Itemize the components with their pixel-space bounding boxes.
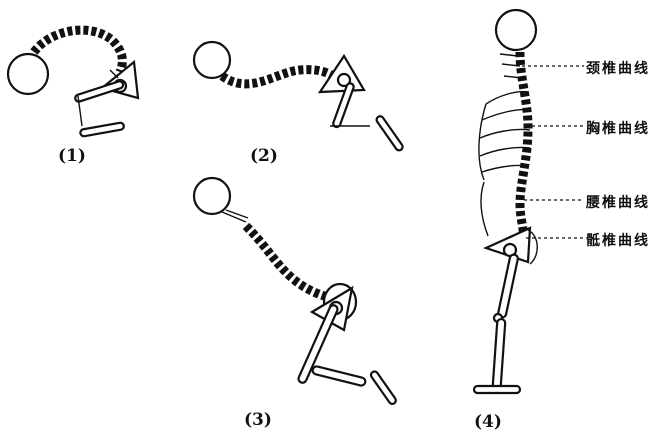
figure-3-skull [194, 178, 230, 214]
curve-label-lumbar: 腰椎曲线 [586, 192, 650, 212]
figure-1-skull [8, 54, 48, 94]
curve-label-sacral: 骶椎曲线 [586, 230, 650, 250]
figure-1-curled-spine [8, 30, 138, 137]
figure-4-standing-spine [474, 10, 584, 393]
figure-3-spine [246, 226, 330, 298]
figure-label-4: (4) [474, 412, 502, 432]
figure-label-2: (2) [250, 146, 278, 166]
figure-2-tibia [375, 115, 404, 152]
figure-2-crawling-spine [194, 42, 404, 152]
figure-3-sitting-spine [194, 178, 397, 405]
figure-4-tibia [493, 319, 506, 389]
figure-label-1: (1) [58, 146, 86, 166]
figure-3-tibia [312, 366, 366, 387]
figure-label-3: (3) [244, 410, 272, 430]
figure-4-skull [496, 10, 536, 50]
figure-4-foot [474, 386, 520, 393]
figure-1-tibia [80, 122, 125, 137]
curve-label-thoracic: 胸椎曲线 [586, 118, 650, 138]
figure-4-femur [497, 254, 518, 318]
figure-3-foot [370, 370, 398, 405]
curve-label-cervical: 颈椎曲线 [586, 58, 650, 78]
figure-2-spine [222, 70, 338, 84]
